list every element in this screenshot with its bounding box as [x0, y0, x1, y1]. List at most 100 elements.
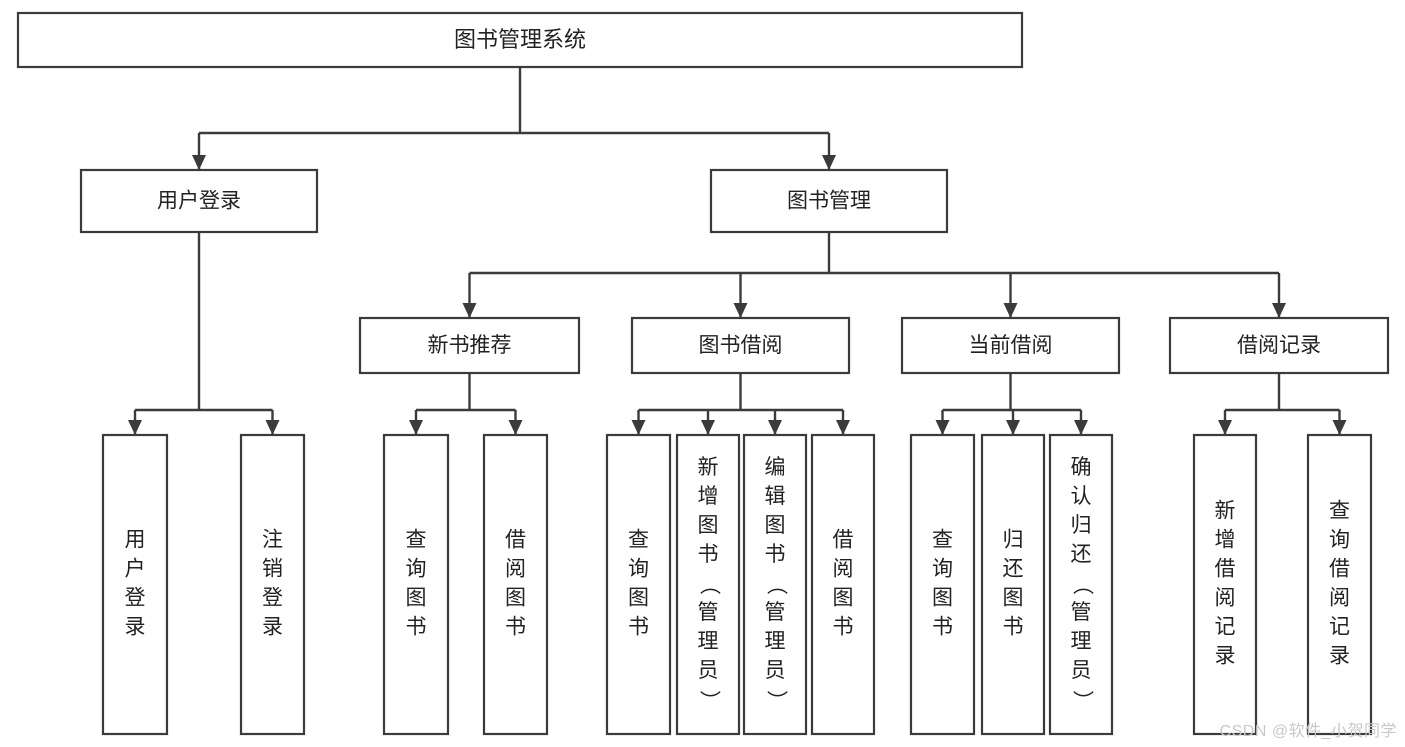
leaf-node-1[interactable]: 用户登录: [101, 433, 169, 736]
leaf-node-label-char: 录: [125, 616, 146, 639]
level3-node-1[interactable]: 新书推荐: [358, 316, 581, 375]
level3-node-box[interactable]: [358, 316, 581, 375]
leaf-node-label-char: 阅: [1215, 587, 1236, 610]
level3-node-2[interactable]: 图书借阅: [630, 316, 851, 375]
leaf-node-box[interactable]: [980, 433, 1046, 736]
leaf-node-label-char: 图: [932, 587, 953, 610]
leaf-node-label-char: 书: [406, 616, 427, 639]
level3-node-box[interactable]: [900, 316, 1121, 375]
level2-node-label: 用户登录: [157, 190, 241, 213]
leaf-node-label-char: 归: [1071, 514, 1092, 537]
arrow-head-icon: [192, 155, 206, 170]
watermark-label: CSDN @软件_小贺同学: [1219, 723, 1397, 740]
leaf-node-label-char: 还: [1003, 558, 1024, 581]
leaf-node-box[interactable]: [742, 433, 808, 736]
leaf-node-label-char: 借: [505, 529, 526, 552]
leaf-node-label-char: 用: [125, 529, 146, 552]
arrow-head-icon: [1218, 420, 1232, 435]
leaf-node-label-char: 书: [1003, 616, 1024, 639]
leaf-node-box[interactable]: [675, 433, 741, 736]
leaf-node-label-char: 理: [1071, 630, 1092, 653]
arrow-head-icon: [935, 420, 950, 435]
root-node-1[interactable]: 图书管理系统: [16, 11, 1024, 69]
arrow-head-icon: [822, 155, 836, 170]
level3-node-box[interactable]: [1168, 316, 1390, 375]
leaf-node-label-char: 图: [765, 514, 786, 537]
root-node-box[interactable]: [16, 11, 1024, 69]
leaf-node-box[interactable]: [1192, 433, 1258, 736]
leaf-node-box[interactable]: [605, 433, 672, 736]
leaf-node-label-char: 书: [833, 616, 854, 639]
leaf-node-label-char: 记: [1215, 616, 1236, 639]
leaf-node-box[interactable]: [810, 433, 876, 736]
leaf-node-label-char: 书: [765, 543, 786, 566]
leaf-node-label-char: 管: [765, 601, 786, 624]
level2-node-box[interactable]: [79, 168, 319, 234]
level3-node-label: 当前借阅: [969, 334, 1053, 357]
leaf-node-box[interactable]: [909, 433, 976, 736]
leaf-node-label-char: ）: [1070, 690, 1093, 711]
leaf-node-label-char: 还: [1071, 543, 1092, 566]
leaf-node-label-char: 书: [698, 543, 719, 566]
leaf-node-label-char: 询: [406, 558, 427, 581]
leaf-node-label-char: 认: [1071, 485, 1092, 508]
leaf-node-box[interactable]: [239, 433, 306, 736]
arrow-head-icon: [631, 420, 646, 435]
arrow-head-icon: [1332, 420, 1347, 435]
leaf-node-label-char: 归: [1003, 529, 1024, 552]
leaf-node-box[interactable]: [482, 433, 549, 736]
leaf-node-label-char: 理: [765, 630, 786, 653]
leaf-node-label-char: 员: [765, 659, 786, 682]
leaf-node-label-char: 理: [698, 630, 719, 653]
leaf-node-label-char: 销: [262, 558, 283, 581]
level3-node-4[interactable]: 借阅记录: [1168, 316, 1390, 375]
leaf-node-label-char: 录: [1329, 645, 1350, 668]
leaf-node-label-char: 书: [628, 616, 649, 639]
leaf-node-label-char: ）: [764, 690, 787, 711]
leaf-node-box[interactable]: [382, 433, 450, 736]
arrow-head-icon: [836, 420, 850, 435]
arrow-head-icon: [768, 420, 782, 435]
leaf-node-label-char: 查: [406, 529, 427, 552]
level2-node-1[interactable]: 用户登录: [79, 168, 319, 234]
leaf-node-box[interactable]: [101, 433, 169, 736]
leaf-node-label-char: （: [1070, 574, 1093, 595]
leaf-node-label-char: 增: [1215, 529, 1236, 552]
leaf-node-label-char: ）: [697, 690, 720, 711]
leaf-node-label-char: 书: [505, 616, 526, 639]
level3-node-3[interactable]: 当前借阅: [900, 316, 1121, 375]
connector-layer: [128, 67, 1347, 435]
leaf-node-box[interactable]: [1048, 433, 1114, 736]
node-layer: 图书管理系统用户登录图书管理新书推荐图书借阅当前借阅借阅记录用户登录注销登录查询…: [16, 11, 1390, 736]
leaf-node-label-char: 员: [1071, 659, 1092, 682]
leaf-node-label-char: 录: [262, 616, 283, 639]
leaf-node-label-char: 管: [698, 601, 719, 624]
leaf-node-label-char: 新: [698, 456, 719, 479]
arrow-head-icon: [1003, 303, 1018, 318]
leaf-node-label-char: 图: [1003, 587, 1024, 610]
level2-node-2[interactable]: 图书管理: [709, 168, 949, 234]
leaf-node-box[interactable]: [1306, 433, 1373, 736]
leaf-node-label-char: （: [697, 574, 720, 595]
level3-node-box[interactable]: [630, 316, 851, 375]
leaf-node-label-char: 图: [698, 514, 719, 537]
leaf-node-label-char: 书: [932, 616, 953, 639]
arrow-head-icon: [733, 303, 748, 318]
leaf-node-label-char: 查: [1329, 500, 1350, 523]
level2-node-box[interactable]: [709, 168, 949, 234]
arrow-head-icon: [508, 420, 523, 435]
